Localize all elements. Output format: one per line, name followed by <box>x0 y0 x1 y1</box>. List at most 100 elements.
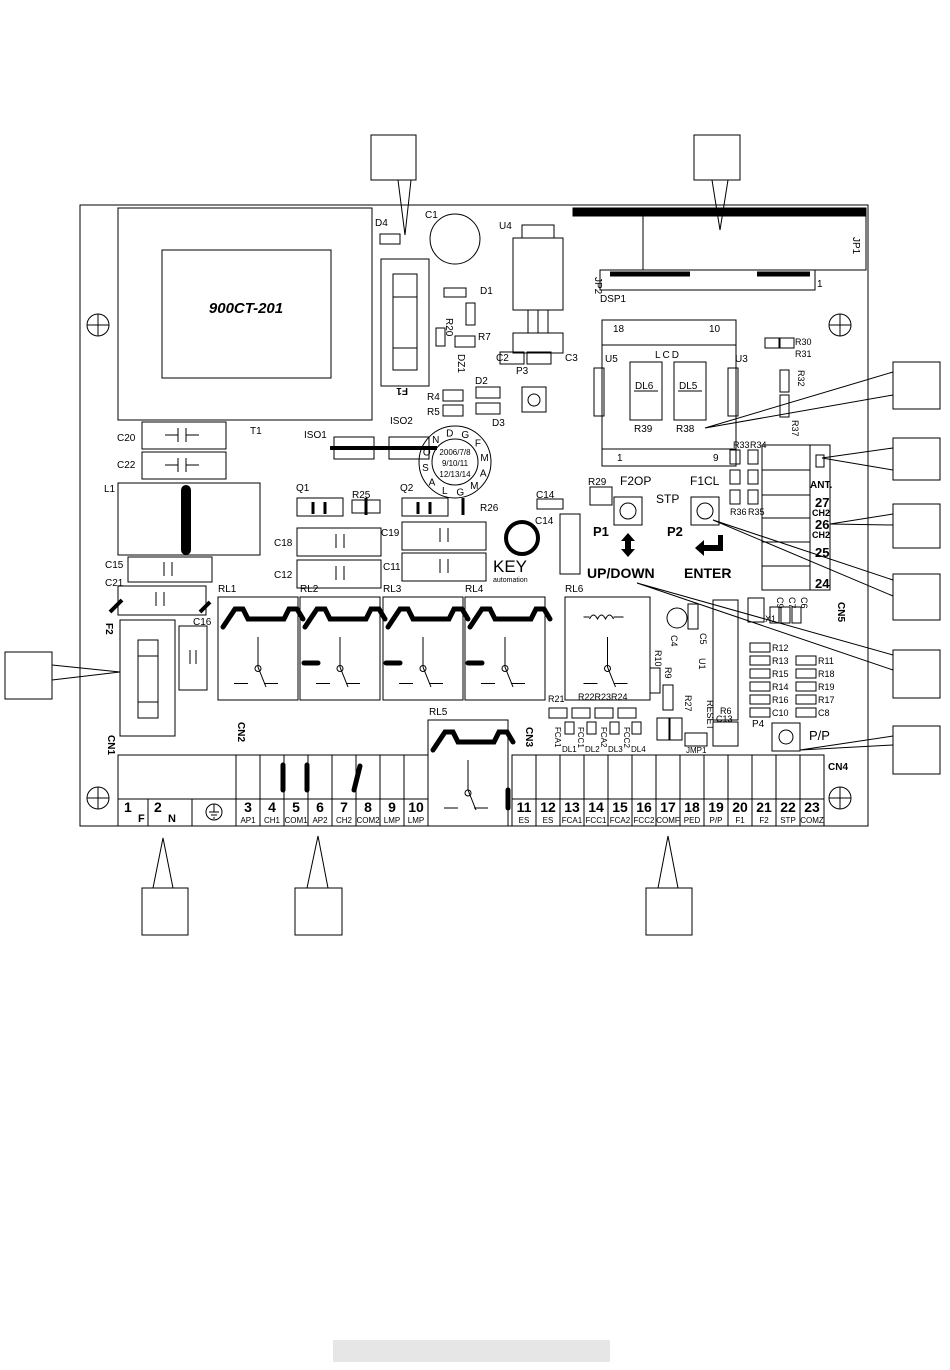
date-wheel-letter: M <box>470 481 478 492</box>
terminal-number: 16 <box>636 799 652 815</box>
terminal-earth[interactable]: earth <box>191 798 237 827</box>
label-cn2: CN2 <box>235 722 246 742</box>
label-rl5: RL5 <box>429 707 448 718</box>
label-r14: R14 <box>772 682 789 692</box>
terminal-number: 11 <box>517 799 532 815</box>
label-r5: R5 <box>427 407 440 418</box>
label-u4: U4 <box>499 221 512 232</box>
label-jp2-pin1: 1 <box>817 279 823 290</box>
label-x1: X1 <box>765 614 776 624</box>
label-r30: R30 <box>795 337 812 347</box>
label-r16: R16 <box>772 695 789 705</box>
label-d3: D3 <box>492 418 505 429</box>
label-c22: C22 <box>117 460 136 471</box>
relay-rl2: RL2 <box>299 584 388 701</box>
label-c15: C15 <box>105 560 124 571</box>
left-components <box>108 421 261 737</box>
label-r10: R10 <box>653 650 663 667</box>
label-dl6: DL6 <box>635 381 654 392</box>
label-dz1: DZ1 <box>455 354 466 373</box>
terminal-label: COM2 <box>356 816 380 825</box>
label-r32: R32 <box>796 370 806 387</box>
date-wheel-letter: N <box>432 435 439 446</box>
capacitor-c1 <box>429 213 481 265</box>
terminal-number: 18 <box>684 799 700 815</box>
button-p1[interactable] <box>613 496 643 526</box>
terminal-number: 19 <box>708 799 724 815</box>
terminal-label: ES <box>519 816 530 825</box>
terminal-label: FCA1 <box>562 816 583 825</box>
fuse-f2 <box>119 619 176 737</box>
label-r11: R11 <box>818 656 834 666</box>
cn5-label-25: 25 <box>815 545 829 560</box>
label-r25: R25 <box>352 490 371 501</box>
date-wheel-letter: A <box>429 477 436 488</box>
terminal-label: COM1 <box>284 816 308 825</box>
terminal-19[interactable]: 19P/P <box>703 754 729 827</box>
transformer-model: 900CT-201 <box>209 300 283 317</box>
lcd-labels: 18 10 LCD U5 U3 DL6 DL5 R39 R38 1 9 <box>605 324 748 464</box>
label-c12: C12 <box>274 570 293 581</box>
label-dl5: DL5 <box>679 381 698 392</box>
callout-radio-receiver <box>892 503 941 549</box>
label-jmp1: JMP1 <box>686 746 707 755</box>
terminal-label: LMP <box>408 816 424 825</box>
terminal-2[interactable]: 2N <box>147 798 193 827</box>
lcd-title: LCD <box>655 350 681 361</box>
label-r38: R38 <box>676 424 695 435</box>
label-cn5: CN5 <box>835 602 846 622</box>
connector-labels: CN1 CN2 CN3 CN4 <box>105 722 848 773</box>
label-rl3: RL3 <box>383 584 402 595</box>
lcd-pin-1: 1 <box>617 453 623 464</box>
date-wheel <box>418 425 492 499</box>
label-enter: ENTER <box>684 565 731 581</box>
enter-arrow-icon <box>695 535 723 556</box>
transformer-ref: T1 <box>250 426 262 437</box>
connector-jp2 <box>599 269 816 291</box>
button-p2[interactable] <box>690 496 720 526</box>
button-p4[interactable] <box>771 722 801 752</box>
label-c5: C5 <box>698 633 708 645</box>
date-wheel-letter: A <box>480 468 487 479</box>
top-labels: D4 C1 U4 D1 R7 R20 DZ1 C2 C3 P3 D2 D3 R4… <box>304 210 861 499</box>
transformer: 900CT-201 T1 <box>117 207 373 437</box>
terminal-number: 3 <box>244 799 252 815</box>
lcd-pin-9: 9 <box>713 453 719 464</box>
label-r15: R15 <box>772 669 789 679</box>
terminal-number: 7 <box>340 799 348 815</box>
lcd-pin-18: 18 <box>613 324 625 335</box>
terminal-1[interactable]: 1F <box>117 798 149 827</box>
key-logo-subtitle: automation <box>493 577 528 584</box>
relay-rl3: RL3 <box>382 584 471 701</box>
label-p3: P3 <box>516 366 529 377</box>
label-r21: R21 <box>548 694 565 704</box>
label-c6: C6 <box>799 597 809 609</box>
cn5-label-27: 27 <box>815 495 829 510</box>
cn5-label-26: 26 <box>815 517 829 532</box>
label-dl1: DL1 <box>562 745 577 754</box>
label-c10: C10 <box>772 708 789 718</box>
terminal-label: FCA2 <box>610 816 631 825</box>
callout-enter-button <box>892 573 941 621</box>
